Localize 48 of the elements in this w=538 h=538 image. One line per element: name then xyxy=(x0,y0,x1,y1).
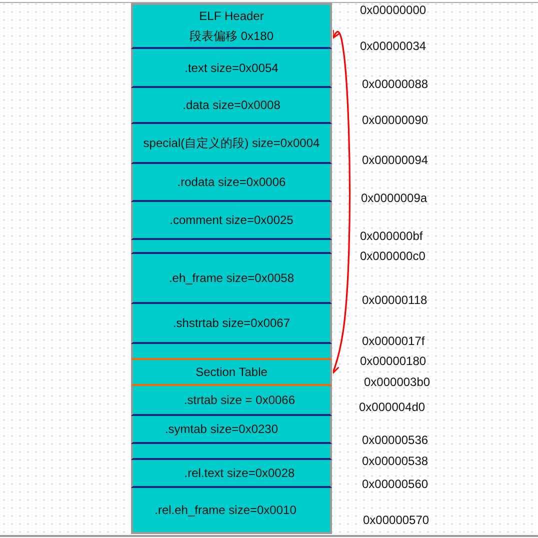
section-box xyxy=(131,304,332,344)
address-label: 0x00000570 xyxy=(363,513,430,527)
address-label: 0x00000118 xyxy=(362,293,428,307)
section-label: ELF Header xyxy=(199,8,264,25)
section-box xyxy=(131,88,332,124)
section-box xyxy=(131,386,332,416)
section-label: .rel.text size=0x0028 xyxy=(184,465,295,482)
section-box xyxy=(131,49,332,88)
curved-arrow xyxy=(333,29,350,374)
section-box xyxy=(131,3,332,49)
address-label: 0x0000017f xyxy=(362,334,425,348)
segment-box xyxy=(131,344,332,360)
segment-box xyxy=(131,240,332,254)
section-label: .symtab size=0x0230 xyxy=(164,421,278,438)
section-box xyxy=(131,254,332,304)
section-note: 段表偏移 0x180 xyxy=(189,28,274,45)
address-label: 0x000004d0 xyxy=(359,400,426,414)
section-label: .rel.eh_frame size=0x0010 xyxy=(154,502,296,519)
address-label: 0x00000088 xyxy=(362,77,428,91)
section-label: .comment size=0x0025 xyxy=(170,212,294,229)
address-label: 0x00000536 xyxy=(362,433,428,447)
section-box xyxy=(131,488,332,534)
address-label: 0x00000560 xyxy=(362,477,428,491)
address-label: 0x000000bf xyxy=(360,229,423,243)
section-label: .strtab size = 0x0066 xyxy=(184,392,296,409)
address-label: 0x00000538 xyxy=(362,454,428,468)
section-box xyxy=(131,164,332,202)
section-box xyxy=(131,460,332,488)
segment-box xyxy=(131,444,332,460)
address-label: 0x00000034 xyxy=(360,39,426,53)
address-label: 0x00000000 xyxy=(360,3,426,17)
section-label: .data size=0x0008 xyxy=(182,97,280,114)
section-label: Section Table xyxy=(196,364,268,381)
address-label: 0x0000009a xyxy=(361,191,428,205)
address-label: 0x00000094 xyxy=(362,153,428,167)
section-box xyxy=(131,202,332,240)
address-label: 0x000003b0 xyxy=(364,375,430,389)
section-label: special(自定义的段) size=0x0004 xyxy=(143,135,320,152)
section-box xyxy=(131,416,332,444)
address-label: 0x00000180 xyxy=(360,354,426,368)
address-label: 0x000000c0 xyxy=(360,249,426,263)
address-label: 0x00000090 xyxy=(362,113,428,127)
section-label: .eh_frame size=0x0058 xyxy=(168,270,294,287)
section-label: .shstrtab size=0x0067 xyxy=(172,315,290,332)
section-label: .rodata size=0x0006 xyxy=(177,174,286,191)
section-label: .text size=0x0054 xyxy=(184,60,278,76)
section-box xyxy=(131,360,332,386)
section-box xyxy=(131,124,332,164)
